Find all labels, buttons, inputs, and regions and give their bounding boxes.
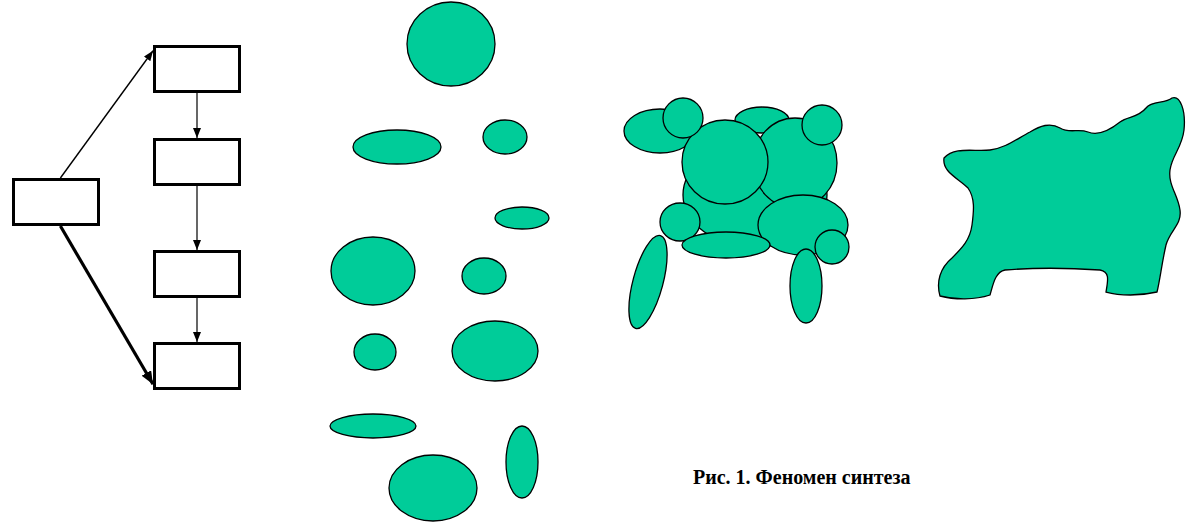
figure-caption: Рис. 1. Феномен синтеза xyxy=(693,466,911,489)
flow-arrow xyxy=(196,186,197,250)
separate-parts xyxy=(330,2,549,521)
fused-whole xyxy=(939,98,1185,299)
process-box xyxy=(153,138,241,186)
assembled-parts xyxy=(621,98,849,332)
process-box xyxy=(153,250,241,298)
flow-arrow xyxy=(60,51,153,178)
process-box xyxy=(12,178,100,226)
process-box xyxy=(153,45,241,93)
flow-arrow xyxy=(196,298,197,342)
flow-arrow xyxy=(196,93,197,138)
flow-arrow xyxy=(60,226,153,384)
process-box xyxy=(153,342,241,390)
